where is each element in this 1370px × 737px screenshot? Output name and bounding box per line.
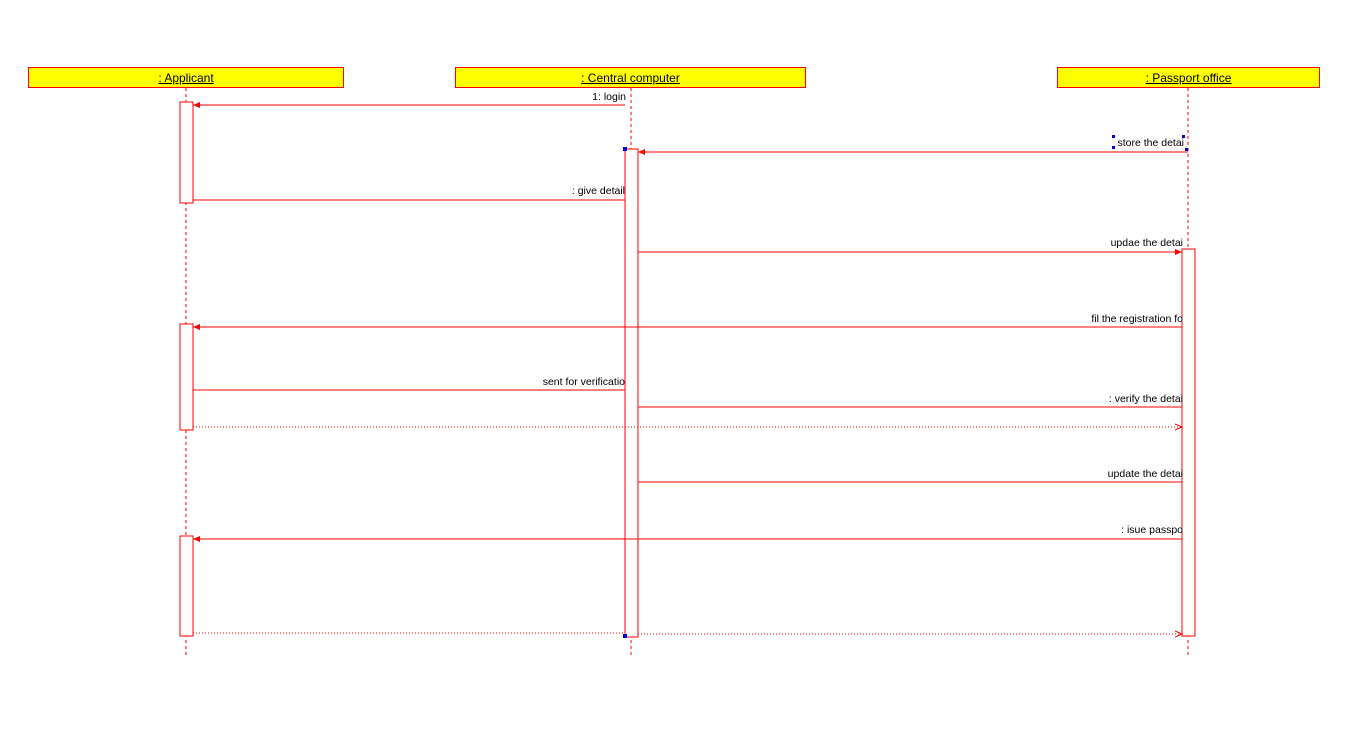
message-label-login: 1: login	[592, 91, 626, 103]
message-label-issue-passport: : isue passpo	[1121, 524, 1183, 536]
message-label-fill-registration: fil the registration fo	[1091, 313, 1183, 325]
lifeline-central-label: : Central computer	[581, 70, 680, 85]
lifeline-passport-label: : Passport office	[1145, 70, 1232, 85]
message-label-update-detail-2: update the detai	[1108, 468, 1183, 480]
lifeline-applicant-label: : Applicant	[158, 70, 214, 85]
activation-applicant-2[interactable]	[179, 323, 194, 431]
selection-handle	[623, 634, 627, 638]
message-label-verify-detail: : verify the detai	[1109, 393, 1183, 405]
lifeline-applicant-box[interactable]: : Applicant	[28, 67, 344, 88]
message-label-store-detail: store the detai	[1117, 137, 1184, 149]
activation-applicant-1[interactable]	[179, 101, 194, 204]
message-label-sent-verification: sent for verificatio	[543, 376, 625, 388]
lifeline-central-box[interactable]: : Central computer	[455, 67, 806, 88]
selection-handle	[1182, 135, 1185, 138]
activation-passport[interactable]	[1181, 248, 1196, 637]
lifeline-passport-box[interactable]: : Passport office	[1057, 67, 1320, 88]
message-label-give-detail: : give detail	[572, 185, 625, 197]
selection-handle	[1185, 148, 1188, 151]
message-label-update-detail-1: updae the detai	[1111, 237, 1183, 249]
activation-central[interactable]	[624, 148, 639, 638]
selection-handle	[623, 147, 627, 151]
selection-handle	[1112, 135, 1115, 138]
activation-applicant-3[interactable]	[179, 535, 194, 637]
selection-handle	[1112, 146, 1115, 149]
